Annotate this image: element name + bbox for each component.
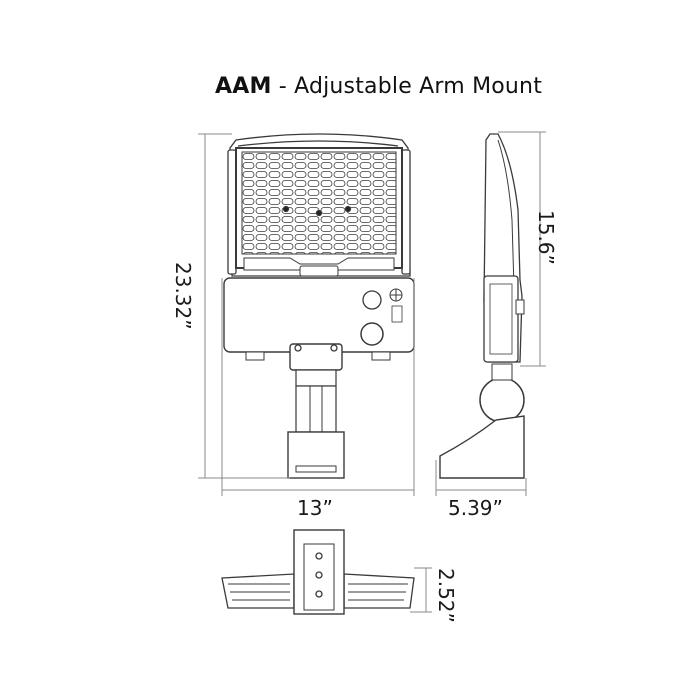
arm-bolt-left (294, 344, 302, 352)
label-plate (391, 305, 403, 323)
array-screw-center (315, 209, 323, 217)
bottom-bolt-2 (315, 571, 323, 579)
bottom-bolt-3 (315, 590, 323, 598)
depth-dimension-label: 5.39” (448, 496, 503, 520)
side-height-dimension-label: 15.6” (534, 210, 558, 265)
arm-bolt-right (330, 344, 338, 352)
bottom-fins-left (228, 583, 290, 601)
side-driver-inner (489, 283, 513, 355)
ground-symbol-cross (390, 289, 402, 301)
title-separator: - (271, 74, 295, 99)
side-knuckle-link (491, 363, 513, 381)
bezel-notch (299, 265, 339, 277)
right-fin (401, 149, 411, 275)
bottom-view (221, 529, 415, 615)
led-array (241, 151, 397, 255)
bottom-housing (221, 573, 295, 609)
bottom-height-dimension-label: 2.52” (434, 568, 458, 623)
bottom-fins-right (348, 583, 408, 601)
array-screw-left (282, 205, 290, 213)
side-base-bracket (439, 415, 525, 479)
sensor-port-upper (362, 290, 382, 310)
side-knuckle (479, 377, 525, 423)
arm-post-shading (309, 386, 323, 432)
side-ear (515, 299, 525, 315)
arm-post (295, 385, 337, 433)
left-fin (227, 149, 237, 275)
arm-knuckle (295, 369, 337, 387)
front-housing-inner (237, 140, 399, 147)
driver-housing (223, 277, 415, 353)
arm-clamp-slot (295, 465, 337, 473)
side-view (439, 133, 525, 479)
lens-bezel (243, 257, 395, 271)
ear-left (245, 351, 265, 361)
ear-right (371, 351, 391, 361)
bottom-housing-right (343, 573, 415, 609)
array-screw-right (344, 205, 352, 213)
sensor-port-lower (360, 322, 384, 346)
bottom-bolt-1 (315, 552, 323, 560)
height-dimension-label: 23.32” (171, 262, 195, 330)
side-dimensions (435, 131, 546, 496)
front-view (223, 133, 415, 479)
model-code: AAM (215, 74, 272, 99)
model-description: Adjustable Arm Mount (294, 74, 543, 99)
diagram-title: AAM - Adjustable Arm Mount (215, 74, 542, 99)
bottom-dimensions (410, 567, 432, 613)
width-dimension-label: 13” (297, 496, 333, 520)
front-dimensions (198, 133, 415, 496)
side-housing-edge (497, 139, 515, 289)
